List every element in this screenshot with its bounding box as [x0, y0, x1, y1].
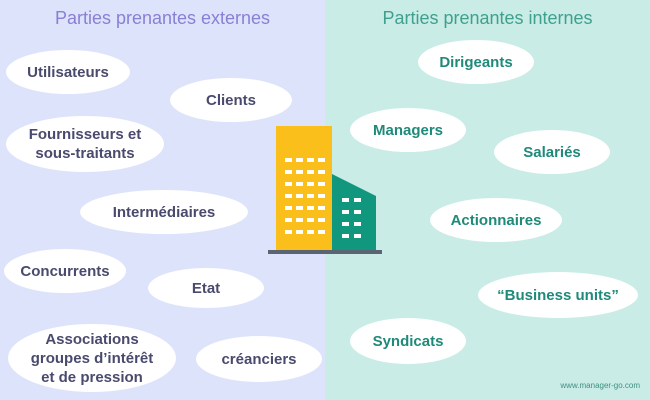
building-icon — [268, 126, 382, 254]
bubble-salaries: Salariés — [494, 130, 610, 174]
bubble-actionnaires: Actionnaires — [430, 198, 562, 242]
bubble-associations: Associations groupes d’intérêt et de pre… — [8, 324, 176, 392]
footer-url: www.manager-go.com — [560, 381, 640, 390]
internal-title: Parties prenantes internes — [382, 8, 593, 28]
bubble-etat: Etat — [148, 268, 264, 308]
bubble-creanciers: créanciers — [196, 336, 322, 382]
bubble-concurrents: Concurrents — [4, 249, 126, 293]
external-title: Parties prenantes externes — [54, 8, 271, 28]
bubble-clients: Clients — [170, 78, 292, 122]
bubble-dirigeants: Dirigeants — [418, 40, 534, 84]
bubble-fournisseurs: Fournisseurs et sous-traitants — [6, 116, 164, 172]
bubble-utilisateurs: Utilisateurs — [6, 50, 130, 94]
bubble-intermediaires: Intermédiaires — [80, 190, 248, 234]
bubble-business-units: “Business units” — [478, 272, 638, 318]
bubble-managers: Managers — [350, 108, 466, 152]
bubble-syndicats: Syndicats — [350, 318, 466, 364]
